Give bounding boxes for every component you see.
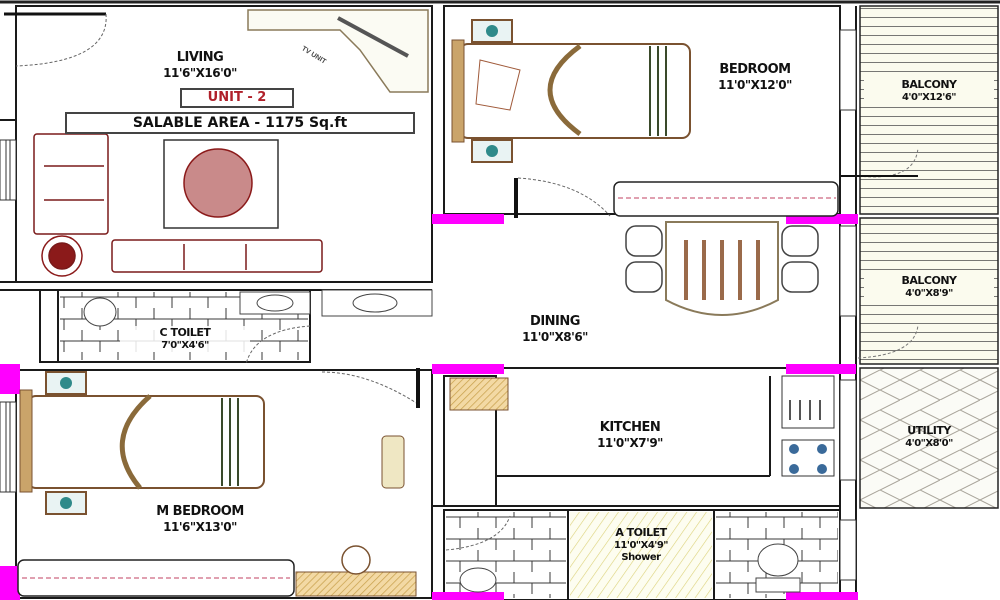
unit-label: UNIT - 2 (180, 88, 294, 108)
room-label-a-toilet: A TOILET 11'0"X4'9" Shower (576, 526, 706, 565)
room-name: BALCONY (901, 274, 957, 287)
room-label-kitchen: KITCHEN 11'0"X7'9" (570, 420, 690, 451)
room-dimensions: 11'6"X16'0" (163, 66, 237, 81)
room-dimensions: 4'0"X12'6" (901, 91, 957, 103)
room-dimensions: 11'6"X13'0" (163, 520, 237, 535)
room-label-living: LIVING 11'6"X16'0" (130, 50, 270, 81)
room-name: BEDROOM (719, 62, 791, 77)
room-name: UTILITY (907, 424, 951, 437)
room-label-m-bedroom: M BEDROOM 11'6"X13'0" (120, 504, 280, 535)
salable-area-label: SALABLE AREA - 1175 Sq.ft (65, 112, 415, 134)
room-dimensions: 4'0"X8'9" (905, 287, 953, 299)
room-name: LIVING (176, 50, 224, 65)
room-label-utility: UTILITY 4'0"X8'0" (864, 424, 994, 450)
room-dimensions: 11'0"X8'6" (522, 330, 588, 345)
room-name: C TOILET (159, 326, 211, 339)
room-dimensions: 11'0"X12'0" (718, 78, 792, 93)
room-label-dining: DINING 11'0"X8'6" (495, 314, 615, 345)
room-name: DINING (530, 314, 580, 329)
room-name: BALCONY (901, 78, 957, 91)
room-note: Shower (621, 552, 661, 564)
room-name: M BEDROOM (156, 504, 244, 519)
room-name: KITCHEN (599, 420, 661, 435)
room-label-balcony-1: BALCONY 4'0"X12'6" (864, 78, 994, 105)
room-label-c-toilet: C TOILET 7'0"X4'6" (120, 326, 250, 353)
room-dimensions: 7'0"X4'6" (161, 339, 209, 351)
room-label-bedroom: BEDROOM 11'0"X12'0" (690, 62, 820, 93)
room-name: A TOILET (615, 526, 667, 539)
room-dimensions: 11'0"X4'9" (613, 539, 669, 551)
room-dimensions: 11'0"X7'9" (597, 436, 663, 451)
room-label-balcony-2: BALCONY 4'0"X8'9" (864, 274, 994, 301)
room-dimensions: 4'0"X8'0" (905, 437, 953, 449)
bed (451, 19, 691, 163)
